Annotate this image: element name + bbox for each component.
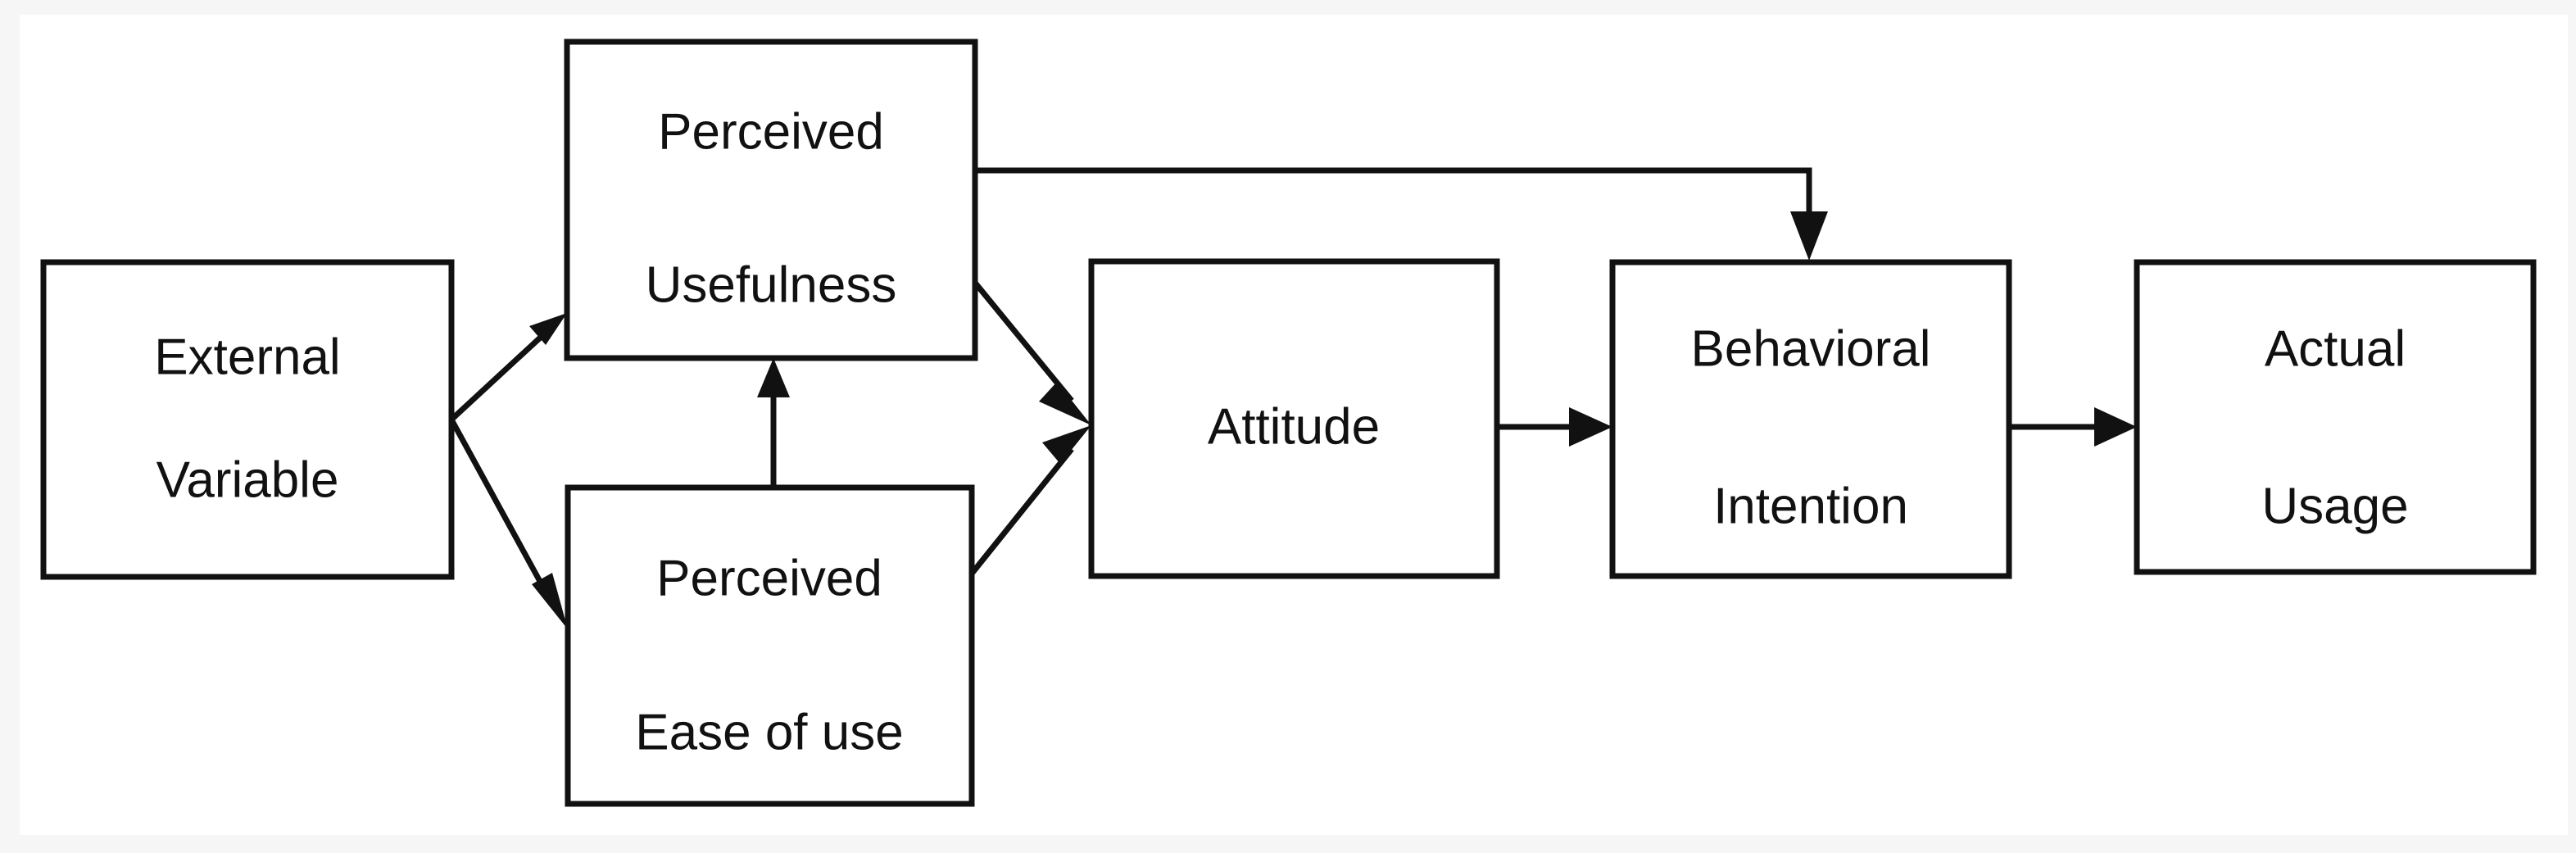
node-actual-usage-line-2: Usage <box>2261 478 2408 534</box>
edge-external-to-usefulness <box>449 313 567 422</box>
node-behavioral-intention[interactable]: Behavioral Intention <box>1609 259 2012 579</box>
edge-usefulness-to-intention <box>975 167 1828 261</box>
node-external-variable-line-2: Variable <box>156 451 339 508</box>
node-perceived-usefulness-line-1: Perceived <box>658 103 884 160</box>
node-perceived-ease-of-use-line-2: Ease of use <box>635 704 903 760</box>
edge-ease-of-use-to-usefulness <box>757 358 790 488</box>
node-actual-usage-line-1: Actual <box>2265 320 2406 377</box>
edge-attitude-to-intention <box>1497 407 1612 447</box>
node-actual-usage[interactable]: Actual Usage <box>2134 259 2537 575</box>
node-perceived-usefulness-line-2: Usefulness <box>646 256 897 313</box>
edge-external-to-ease-of-use <box>448 418 568 629</box>
edge-ease-of-use-to-attitude <box>969 425 1091 576</box>
edge-intention-to-usage <box>2009 407 2137 447</box>
node-perceived-usefulness[interactable]: Perceived Usefulness <box>564 39 978 361</box>
node-attitude-line-1: Attitude <box>1208 398 1380 455</box>
node-external-variable-line-1: External <box>154 329 340 385</box>
node-external-variable[interactable]: External Variable <box>40 259 455 580</box>
node-perceived-ease-of-use[interactable]: Perceived Ease of use <box>565 484 975 807</box>
node-behavioral-intention-line-2: Intention <box>1713 478 1908 534</box>
edge-usefulness-to-attitude <box>973 280 1091 425</box>
node-behavioral-intention-line-1: Behavioral <box>1691 320 1931 377</box>
node-perceived-ease-of-use-line-1: Perceived <box>656 550 882 606</box>
node-attitude[interactable]: Attitude <box>1088 258 1500 579</box>
